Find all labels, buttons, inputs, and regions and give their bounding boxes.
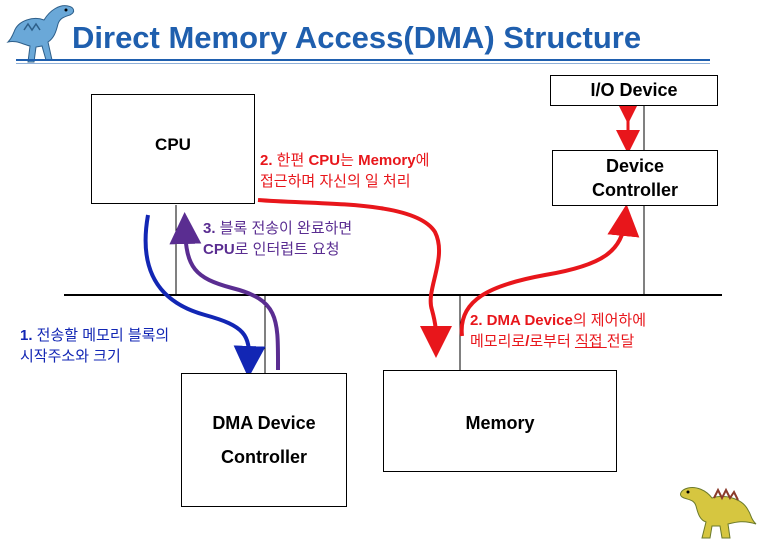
step3-text-a: CPU — [203, 241, 235, 258]
cpu-box: CPU — [91, 94, 255, 204]
step3-line1: 블록 전송이 완료하면 — [215, 220, 353, 237]
step2-cpu-line2: 접근하며 자신의 일 처리 — [260, 173, 411, 190]
step1-line1: 전송할 메모리 블록의 — [32, 327, 170, 344]
step2-dma-text-d: / — [525, 333, 530, 350]
cpu-label: CPU — [155, 135, 191, 154]
dinosaur-logo-top — [6, 5, 75, 63]
step2-dma-number: 2. — [470, 312, 483, 329]
step2-dma-text-c: 메모리로 — [470, 333, 526, 350]
step2-dma-text-a: DMA Device — [482, 312, 573, 329]
step2-dma-text-g: 전달 — [606, 333, 635, 350]
io-device-box: I/O Device — [550, 75, 718, 106]
step2-dma-text-b: 의 제어하에 — [572, 312, 646, 329]
step2-cpu-number: 2. — [260, 152, 273, 169]
io-device-label: I/O Device — [590, 80, 678, 100]
dma-controller-box: DMA Device Controller — [181, 373, 347, 507]
step3-text-b: 로 인터럽트 요청 — [234, 241, 340, 258]
device-controller-label-line1: Device — [605, 156, 665, 176]
step1-line2: 시작주소와 크기 — [20, 348, 121, 365]
step2-cpu-arrow — [257, 198, 452, 358]
device-controller-label-line2: Controller — [591, 180, 678, 200]
dinosaur-logo-bottom — [680, 487, 757, 539]
device-controller-box: Device Controller — [552, 150, 718, 206]
page-title: Direct Memory Access(DMA) Structure — [72, 20, 642, 55]
step2-cpu-text-c: 는 — [340, 152, 359, 169]
memory-label: Memory — [465, 413, 535, 433]
step1-arrow — [143, 214, 266, 378]
dma-controller-label-line2: Controller — [220, 447, 307, 467]
step1-annotation: 1. 전송할 메모리 블록의 시작주소와 크기 — [20, 325, 169, 367]
step2-cpu-text-b: CPU — [308, 152, 341, 169]
step3-arrow — [169, 212, 281, 371]
step3-number: 3. — [203, 220, 216, 237]
dma-controller-label-line1: DMA Device — [212, 413, 316, 433]
title-underline-secondary — [16, 63, 710, 64]
step2-cpu-text-a: 한편 — [272, 152, 309, 169]
title-underline — [16, 59, 710, 61]
step2-cpu-text-e: 에 — [415, 152, 430, 169]
step1-number: 1. — [20, 327, 33, 344]
step2-dma-annotation: 2. DMA Device의 제어하에 메모리로/로부터 직접 전달 — [470, 310, 646, 352]
step2-dma-arrow — [459, 204, 640, 337]
step2-cpu-annotation: 2. 한편 CPU는 Memory에 접근하며 자신의 일 처리 — [260, 150, 429, 192]
step3-annotation: 3. 블록 전송이 완료하면 CPU로 인터럽트 요청 — [203, 218, 352, 260]
step2-cpu-text-d: Memory — [358, 152, 416, 169]
memory-box: Memory — [383, 370, 617, 472]
step2-dma-text-f: 직접 — [574, 333, 607, 350]
step2-dma-text-e: 로부터 — [529, 333, 575, 350]
